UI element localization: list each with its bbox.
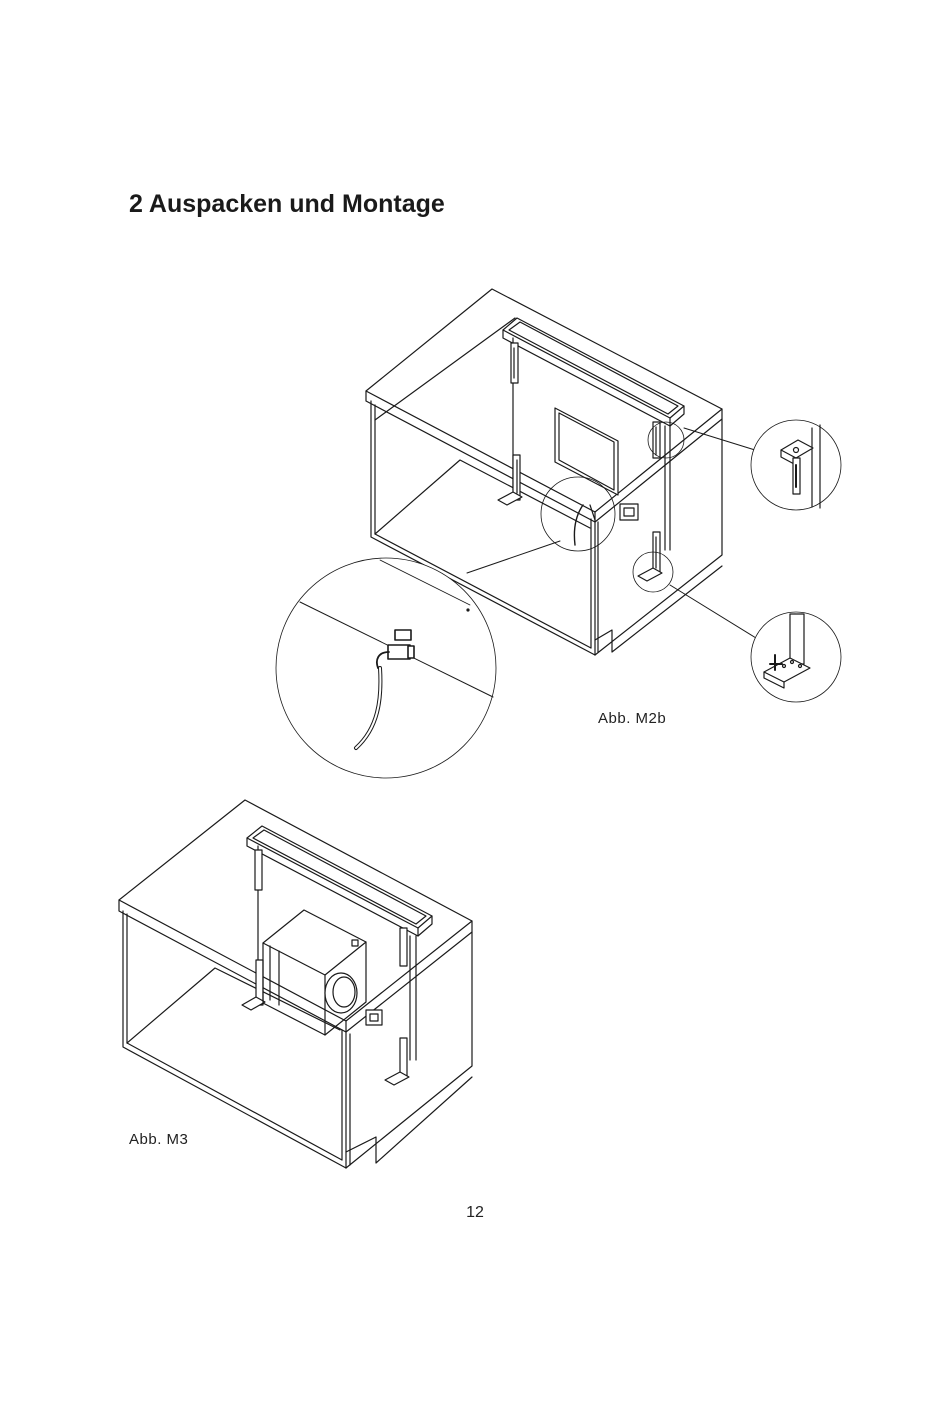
connector-box bbox=[620, 504, 638, 520]
bracket-detail-bottom bbox=[751, 612, 841, 702]
worktop-m3 bbox=[119, 800, 472, 1032]
cabinet-body-m3 bbox=[123, 911, 472, 1168]
bracket-bottom-right bbox=[638, 532, 662, 581]
bracket-top-right bbox=[653, 422, 660, 458]
page-number: 12 bbox=[0, 1204, 950, 1222]
figure-caption-m3: Abb. M3 bbox=[129, 1131, 188, 1148]
bracket-top-left bbox=[511, 343, 518, 383]
connector-box-m3 bbox=[366, 1010, 382, 1025]
hood-unit-m3 bbox=[242, 826, 432, 1085]
hose-detail bbox=[276, 558, 496, 778]
figure-caption-m2b: Abb. M2b bbox=[598, 710, 666, 727]
bracket-detail-top bbox=[751, 420, 841, 510]
motor-unit bbox=[263, 910, 366, 1035]
figure-m2b bbox=[0, 0, 950, 800]
